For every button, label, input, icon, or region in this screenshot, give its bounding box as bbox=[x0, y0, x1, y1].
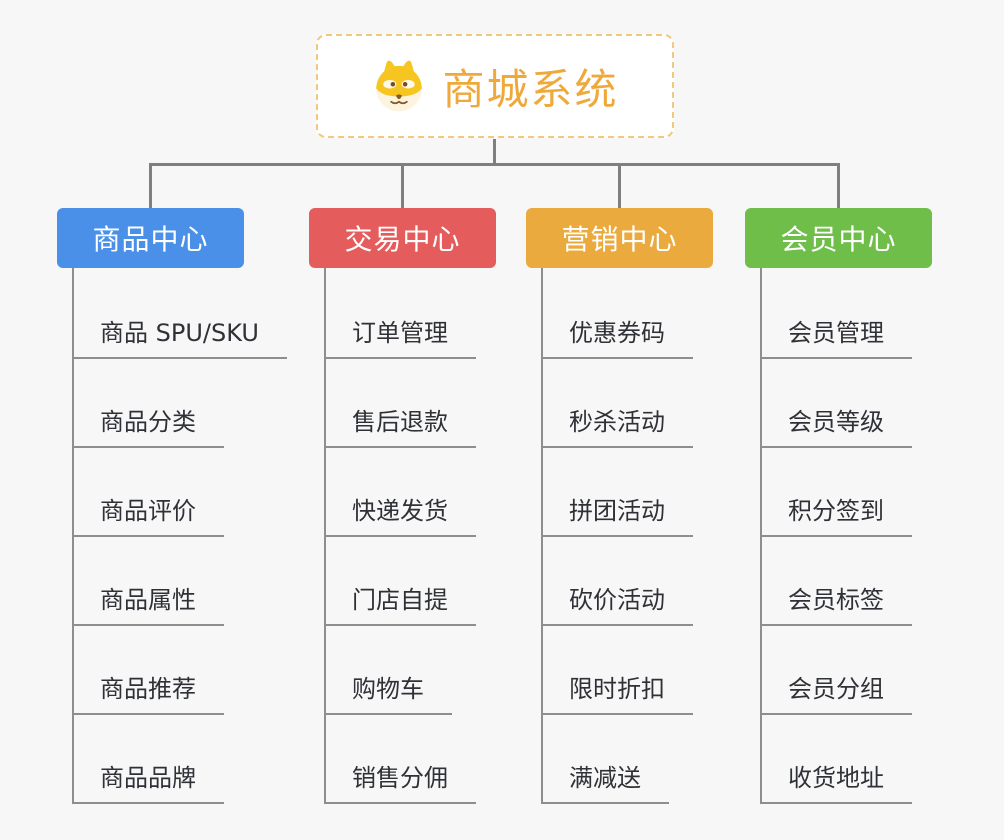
leaf-node-group-buy[interactable]: 拼团活动 bbox=[541, 496, 693, 537]
leaf-node-shipping-address[interactable]: 收货地址 bbox=[760, 763, 912, 804]
leaf-node-order-management[interactable]: 订单管理 bbox=[324, 318, 476, 359]
leaf-node-product-recommend[interactable]: 商品推荐 bbox=[72, 674, 224, 715]
leaf-node-full-reduction[interactable]: 满减送 bbox=[541, 763, 669, 804]
leaf-node-shopping-cart[interactable]: 购物车 bbox=[324, 674, 452, 715]
leaf-node-coupon-code[interactable]: 优惠券码 bbox=[541, 318, 693, 359]
leaf-node-member-group[interactable]: 会员分组 bbox=[760, 674, 912, 715]
root-node[interactable]: 商城系统 bbox=[316, 34, 674, 138]
leaf-node-store-pickup[interactable]: 门店自提 bbox=[324, 585, 476, 626]
shiba-dog-face-icon bbox=[376, 60, 423, 112]
root-node-label: 商城系统 bbox=[442, 64, 619, 114]
connector-drop-product bbox=[149, 163, 152, 208]
branch-node-trade-center[interactable]: 交易中心 bbox=[309, 208, 496, 268]
connector-horizontal-bar bbox=[149, 163, 840, 166]
leaf-node-points-checkin[interactable]: 积分签到 bbox=[760, 496, 912, 537]
leaf-node-member-management[interactable]: 会员管理 bbox=[760, 318, 912, 359]
connector-drop-marketing bbox=[618, 163, 621, 208]
branch-node-product-center[interactable]: 商品中心 bbox=[57, 208, 244, 268]
leaf-node-sales-commission[interactable]: 销售分佣 bbox=[324, 763, 476, 804]
branch-node-member-center[interactable]: 会员中心 bbox=[745, 208, 932, 268]
leaf-node-member-level[interactable]: 会员等级 bbox=[760, 407, 912, 448]
leaf-node-limited-discount[interactable]: 限时折扣 bbox=[541, 674, 693, 715]
leaf-node-product-brand[interactable]: 商品品牌 bbox=[72, 763, 224, 804]
leaf-node-member-tag[interactable]: 会员标签 bbox=[760, 585, 912, 626]
connector-drop-member bbox=[837, 163, 840, 208]
leaf-node-product-review[interactable]: 商品评价 bbox=[72, 496, 224, 537]
leaf-node-product-category[interactable]: 商品分类 bbox=[72, 407, 224, 448]
connector-root-stem bbox=[493, 139, 496, 164]
leaf-node-product-spu-sku[interactable]: 商品 SPU/SKU bbox=[72, 318, 287, 359]
leaf-node-flash-sale[interactable]: 秒杀活动 bbox=[541, 407, 693, 448]
leaf-node-after-sale-refund[interactable]: 售后退款 bbox=[324, 407, 476, 448]
connector-drop-trade bbox=[401, 163, 404, 208]
leaf-node-express-shipping[interactable]: 快递发货 bbox=[324, 496, 476, 537]
branch-node-marketing-center[interactable]: 营销中心 bbox=[526, 208, 713, 268]
leaf-node-bargain[interactable]: 砍价活动 bbox=[541, 585, 693, 626]
leaf-node-product-attribute[interactable]: 商品属性 bbox=[72, 585, 224, 626]
